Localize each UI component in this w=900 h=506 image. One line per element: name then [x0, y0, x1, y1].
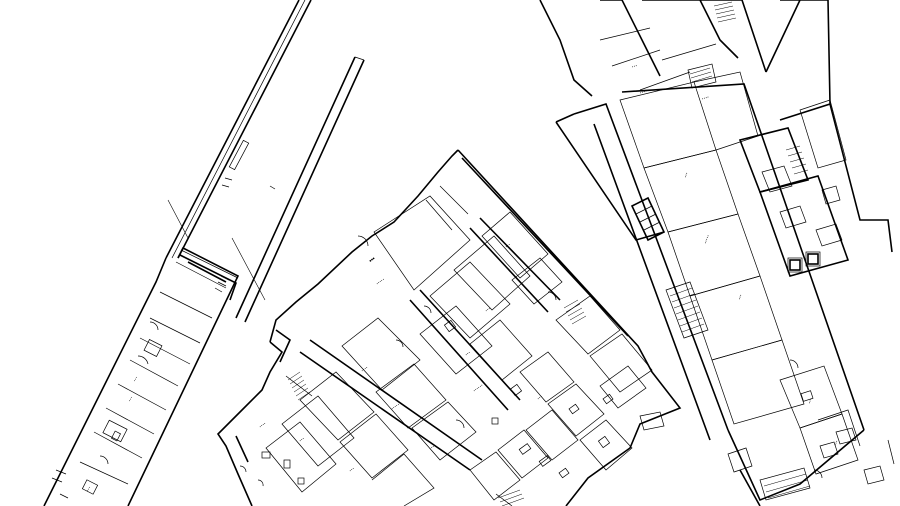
svg-text:∙∙∙∙: ∙∙∙∙ — [639, 89, 647, 95]
svg-text:∙∙∙∙: ∙∙∙∙ — [428, 443, 437, 451]
svg-text:∙∙∙∙∙: ∙∙∙∙∙ — [390, 402, 400, 411]
svg-text:∙∙∙: ∙∙∙ — [484, 306, 491, 313]
stair-right-bottom — [759, 467, 811, 501]
svg-text:∙∙∙: ∙∙∙ — [132, 376, 138, 383]
svg-text:∙∙∙: ∙∙∙ — [683, 172, 689, 179]
svg-text:∙∙∙: ∙∙∙ — [127, 396, 133, 403]
stair-central-right — [563, 299, 587, 325]
central-building: ▪▪▪ ∙∙∙∙∙ ∙∙∙∙ ∙∙∙∙∙ ∙∙∙∙ ∙∙∙ ∙∙∙ ∙∙∙ ∙∙… — [216, 149, 682, 506]
stair-central-bottom — [495, 489, 525, 506]
svg-text:∙∙∙∙∙: ∙∙∙∙∙ — [375, 277, 385, 286]
svg-text:∙∙∙∙∙∙: ∙∙∙∙∙∙ — [472, 383, 484, 393]
svg-text:∙∙∙: ∙∙∙ — [631, 63, 638, 69]
svg-text:∙∙∙: ∙∙∙ — [807, 398, 813, 405]
right-wing: ∙∙∙ ∙∙∙∙∙ ∙∙∙∙ ∙∙∙ ∙∙∙∙ ∙∙∙ ∙∙∙ ∙∙∙ — [539, 0, 895, 506]
svg-text:∙∙∙: ∙∙∙ — [833, 440, 839, 447]
svg-text:∙∙∙: ∙∙∙ — [737, 294, 743, 301]
svg-text:∙∙∙∙: ∙∙∙∙ — [701, 95, 709, 101]
stair-central-left — [285, 371, 313, 401]
stair-right-wing — [665, 281, 709, 339]
svg-text:∙∙∙∙∙: ∙∙∙∙∙ — [703, 234, 710, 244]
left-wing: ∙∙∙ ∙∙∙ ∙∙∙ — [43, 0, 365, 506]
svg-text:∙∙∙: ∙∙∙ — [504, 242, 511, 249]
svg-text:▪▪▪: ▪▪▪ — [368, 256, 375, 263]
svg-text:∙∙∙∙: ∙∙∙∙ — [360, 365, 369, 373]
svg-text:∙∙∙: ∙∙∙ — [348, 466, 355, 473]
svg-text:∙∙∙: ∙∙∙ — [536, 394, 543, 401]
svg-text:∙∙∙: ∙∙∙ — [298, 436, 305, 443]
svg-text:∙∙∙∙: ∙∙∙∙ — [258, 421, 267, 429]
svg-text:∙∙∙: ∙∙∙ — [85, 486, 91, 493]
svg-text:∙∙∙: ∙∙∙ — [464, 350, 471, 357]
